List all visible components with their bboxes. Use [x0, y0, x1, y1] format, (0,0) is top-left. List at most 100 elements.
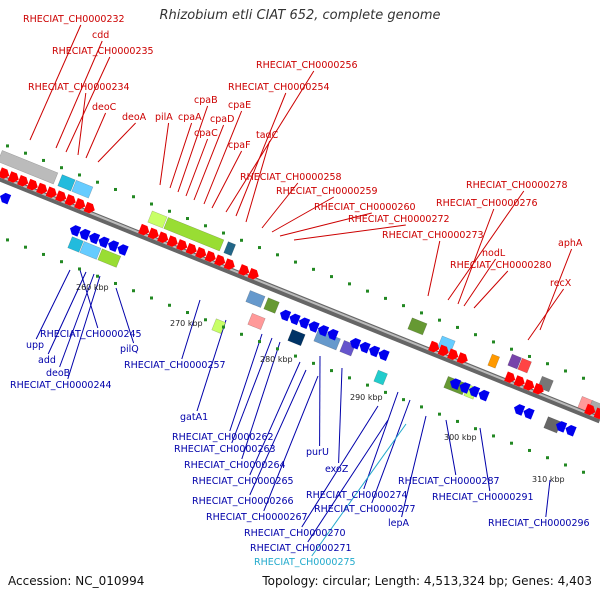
gene-block	[407, 317, 428, 336]
tick-dot	[186, 311, 189, 315]
label-line	[271, 196, 335, 233]
reverse-arrow	[359, 341, 371, 354]
arrow-shape	[138, 223, 150, 236]
forward-arrow	[7, 171, 19, 183]
label-forward: deoA	[122, 112, 147, 123]
label-forward: RHECIAT_CH0000234	[28, 82, 130, 93]
tick-dot	[240, 238, 243, 242]
tick-dot	[438, 412, 441, 416]
tick-dot	[132, 195, 135, 199]
gene-labels: RHECIAT_CH0000232cddRHECIAT_CH0000235RHE…	[10, 14, 590, 568]
arrow-shape	[157, 231, 169, 244]
label-line	[177, 105, 209, 193]
forward-arrow	[247, 267, 259, 280]
label-forward: tadC	[256, 130, 279, 141]
arrow-shape	[327, 328, 339, 341]
forward-arrow	[64, 194, 76, 206]
reverse-arrow	[117, 244, 129, 256]
gene-block	[163, 217, 225, 252]
arrow-shape	[45, 186, 57, 199]
arrow-shape	[238, 264, 250, 276]
label-forward: pilA	[155, 112, 173, 123]
tick-dot	[42, 252, 45, 256]
arrow-shape	[98, 236, 110, 249]
arrow-shape	[74, 198, 86, 210]
label-forward: RHECIAT_CH0000272	[348, 214, 450, 225]
forward-arrow	[456, 352, 468, 364]
arrow-shape	[350, 338, 362, 350]
arrow-shape	[469, 386, 481, 398]
label-line	[169, 122, 193, 189]
gene-block-rect	[223, 241, 236, 257]
label-reverse: RHECIAT_CH0000291	[432, 492, 534, 503]
forward-arrow	[214, 254, 226, 267]
arrow-shape	[359, 341, 371, 354]
reverse-arrow	[350, 338, 362, 350]
arrow-shape	[17, 175, 29, 187]
label-reverse: deoB	[46, 368, 70, 379]
arrow-shape	[593, 407, 600, 420]
reverse-arrow	[327, 328, 339, 341]
label-forward: cdd	[92, 30, 109, 41]
tick-dot	[474, 333, 477, 337]
forward-arrow	[238, 264, 250, 276]
label-line	[539, 248, 573, 331]
label-forward: recX	[550, 278, 572, 289]
gene-block-rect	[373, 369, 388, 386]
forward-arrow	[17, 175, 29, 187]
tick-dot	[546, 362, 549, 366]
arrow-shape	[36, 182, 48, 195]
arrow-shape	[204, 250, 216, 263]
arrow-shape	[195, 246, 207, 259]
tick-dot	[384, 296, 387, 300]
tick-dot	[78, 173, 81, 177]
reverse-arrow	[280, 309, 292, 322]
label-line	[363, 391, 399, 490]
label-line	[445, 419, 457, 476]
tick-dot	[276, 347, 279, 351]
label-reverse: lepA	[388, 518, 410, 529]
arrow-shape	[523, 408, 535, 420]
arrow-shape	[26, 178, 38, 191]
gene-block	[57, 174, 76, 192]
label-line	[479, 427, 491, 492]
arrow-shape	[299, 317, 311, 329]
label-forward: RHECIAT_CH0000232	[23, 14, 125, 25]
reverse-arrow	[299, 317, 311, 329]
tick-dot	[114, 281, 117, 285]
reverse-arrow	[378, 349, 390, 362]
tick-dot	[564, 463, 567, 467]
label-forward: RHECIAT_CH0000259	[276, 186, 378, 197]
forward-arrow	[428, 340, 440, 353]
gene-block	[373, 369, 388, 386]
arrow-shape	[0, 167, 10, 179]
label-line	[47, 271, 87, 355]
arrow-shape	[214, 254, 226, 267]
tick-dot	[204, 318, 207, 322]
label-forward: RHECIAT_CH0000260	[314, 202, 416, 213]
arrow-shape	[176, 239, 188, 251]
label-reverse: upp	[26, 340, 44, 351]
tick-dot	[546, 456, 549, 460]
label-line	[181, 299, 201, 360]
label-line	[245, 140, 271, 223]
reverse-arrow	[369, 345, 381, 358]
label-forward: deoC	[92, 102, 117, 113]
tick-dot	[420, 405, 423, 409]
label-line	[97, 122, 136, 163]
tick-dot	[348, 282, 351, 286]
arrow-shape	[378, 349, 390, 362]
tick-dot	[294, 354, 297, 358]
backbone-highlight	[0, 175, 600, 420]
label-line	[279, 212, 372, 237]
reverse-arrow	[450, 378, 462, 390]
gene-block-rect	[97, 248, 122, 268]
tick-dot	[150, 202, 153, 206]
tick-dot	[348, 376, 351, 380]
tick-dot	[384, 390, 387, 394]
label-line	[457, 208, 495, 305]
arrow-shape	[83, 201, 95, 214]
reverse-arrow	[514, 404, 526, 416]
tick-dot	[330, 275, 333, 279]
